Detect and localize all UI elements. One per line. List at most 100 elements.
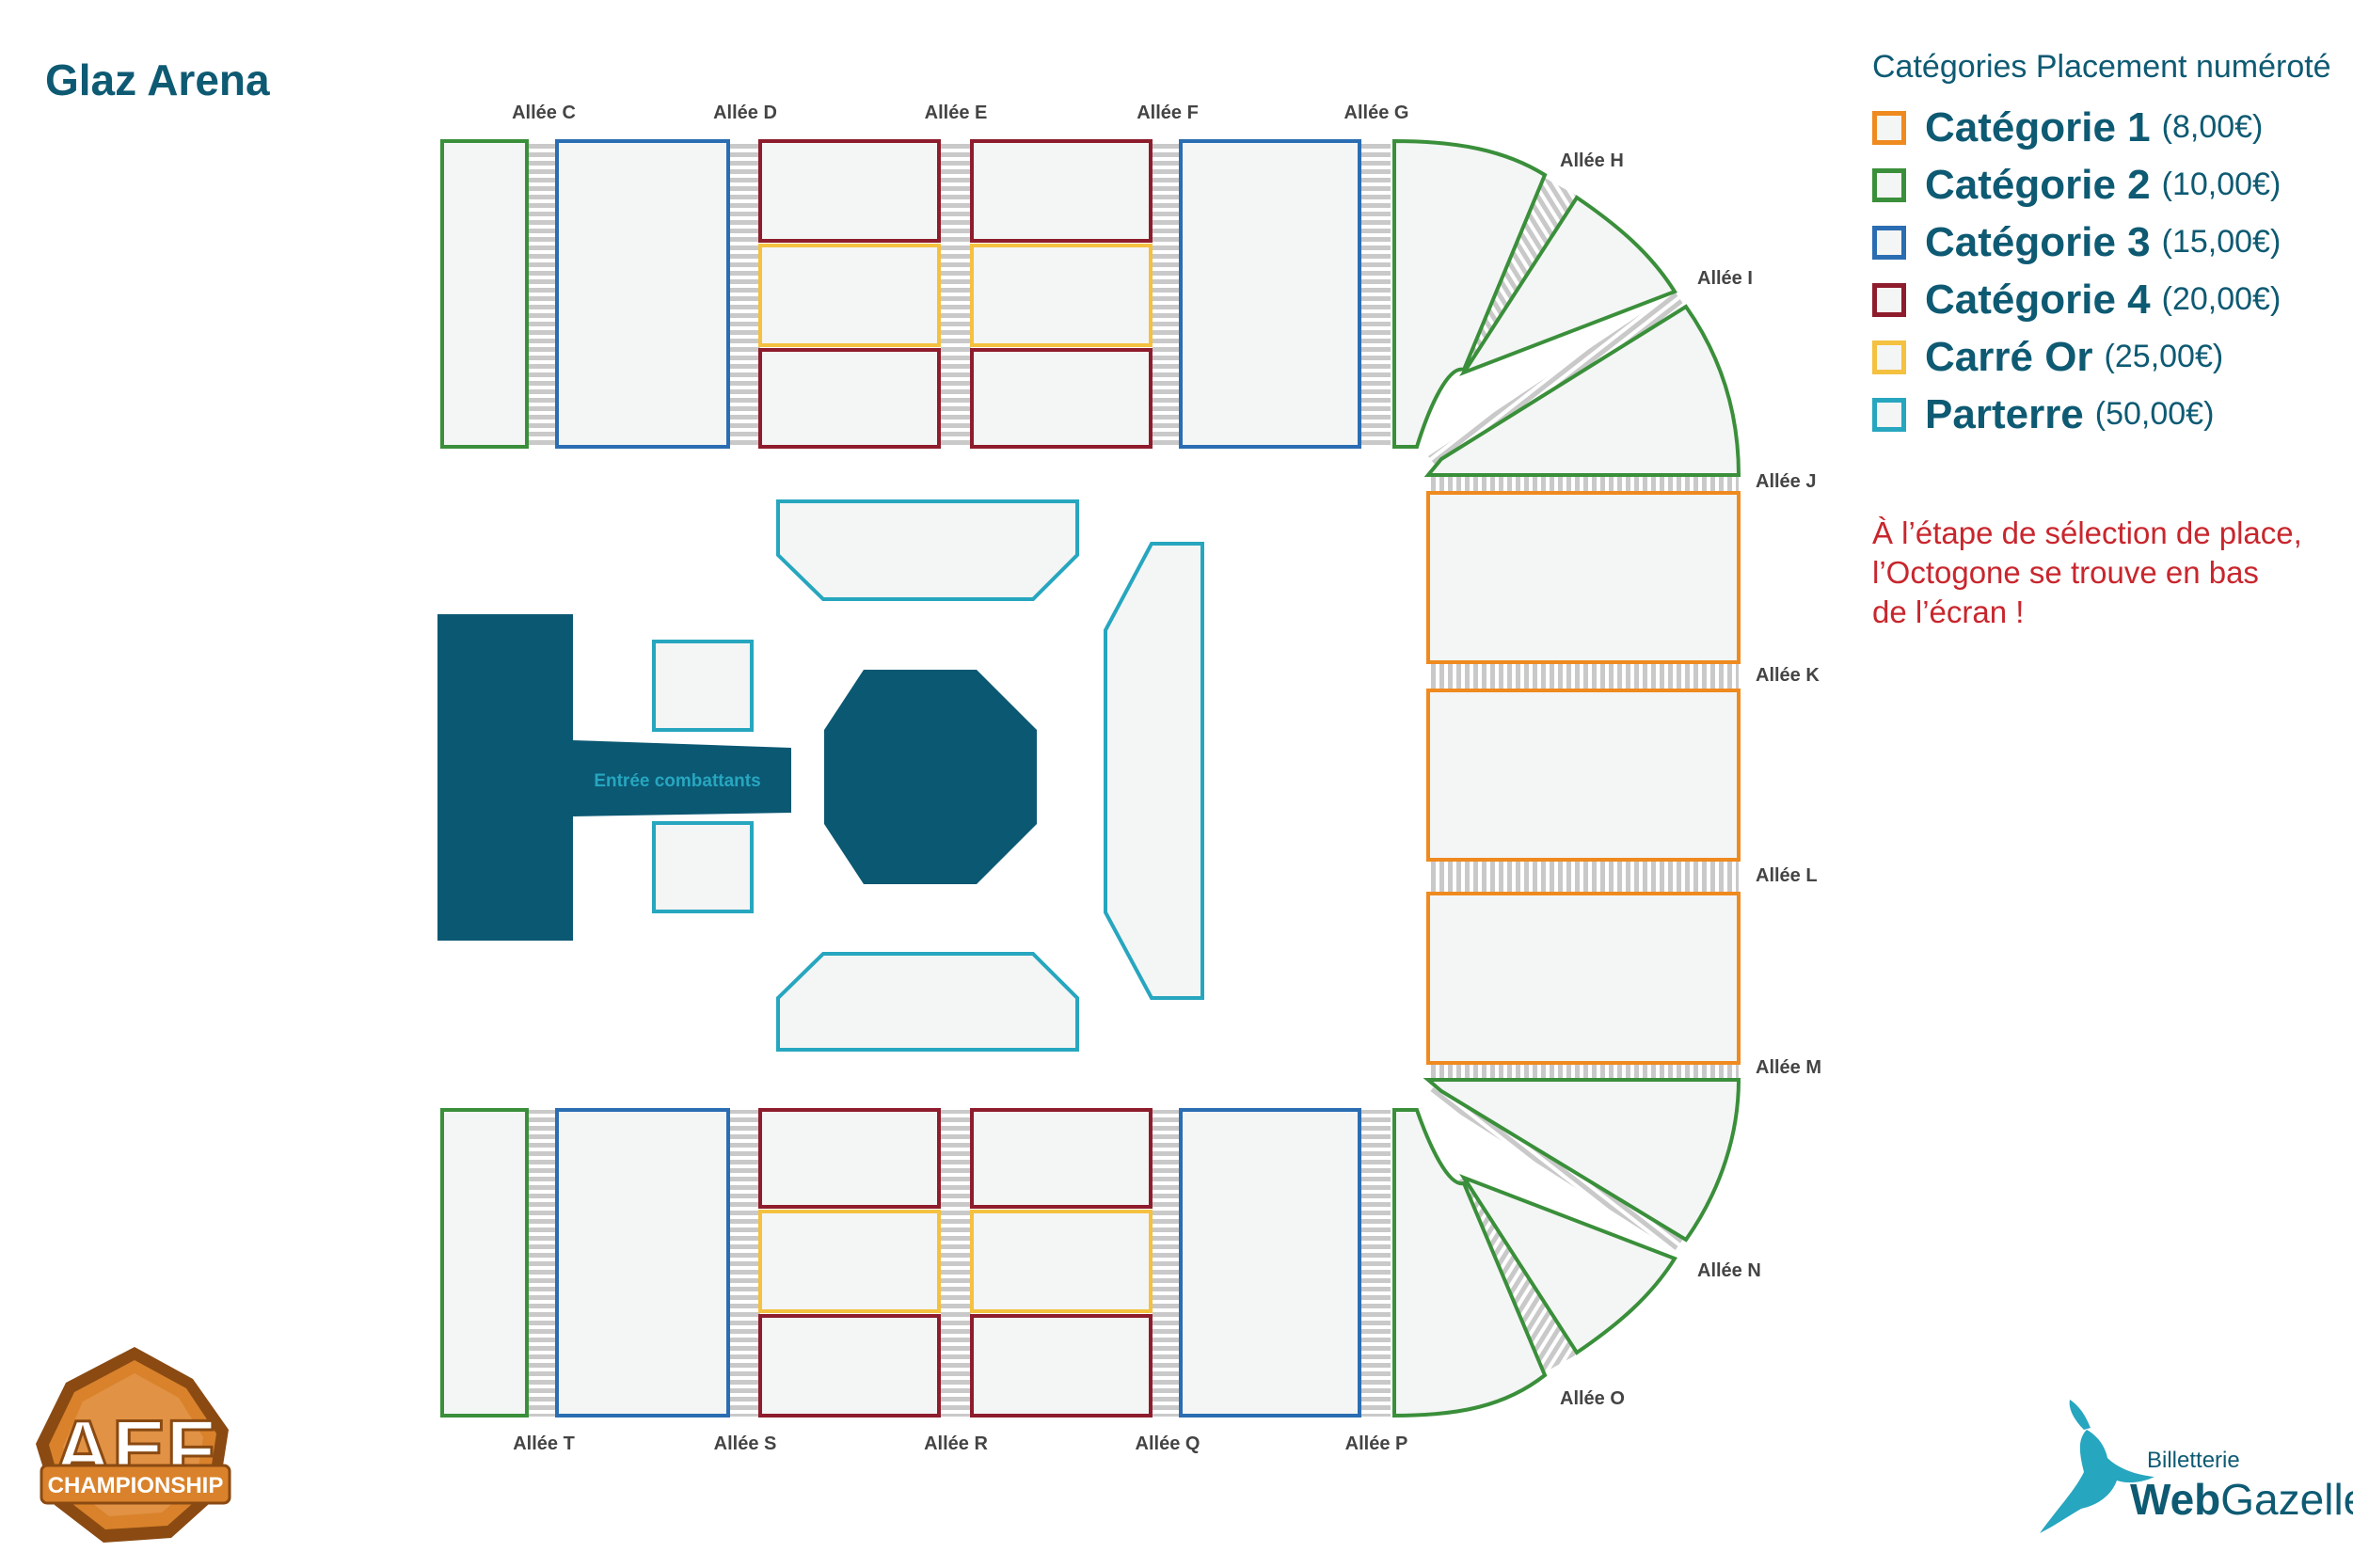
legend-name: Carré Or: [1925, 333, 2093, 380]
section-cat4-bottom-r-upper[interactable]: [758, 1108, 941, 1209]
legend-name: Catégorie 3: [1925, 218, 2151, 265]
section-cat2-corner-top-2[interactable]: [1458, 195, 1677, 377]
brand-gazelle: Gazelle: [2220, 1475, 2353, 1524]
section-cat4-top-f-lower[interactable]: [970, 348, 1153, 449]
section-cat1-right-3[interactable]: [1426, 892, 1741, 1065]
section-cat4-bottom-q-upper[interactable]: [970, 1108, 1153, 1209]
legend-swatch: [1872, 110, 1906, 145]
section-cat2-bottom-left[interactable]: [440, 1108, 529, 1418]
octagon-cage: [824, 670, 1037, 884]
aisle-d-top: [730, 141, 760, 448]
aisle-label-n: Allée N: [1697, 1260, 1761, 1281]
aisle-label-j: Allée J: [1756, 471, 1816, 492]
legend-item-categorie-1[interactable]: Catégorie 1 (8,00€): [1872, 99, 2343, 156]
aisle-m: [1428, 1063, 1739, 1080]
legend-swatch: [1872, 340, 1906, 374]
section-cat2-corner-bottom-2[interactable]: [1458, 1173, 1677, 1355]
section-cat1-right-1[interactable]: [1426, 491, 1741, 664]
aisle-p-bottom: [1360, 1110, 1391, 1417]
aisle-label-d: Allée D: [713, 103, 777, 123]
aisle-j: [1428, 476, 1739, 493]
section-cat3-top-2[interactable]: [1179, 139, 1361, 449]
brand-web: Web: [2130, 1475, 2220, 1524]
section-cat4-top-f-upper[interactable]: [970, 139, 1153, 243]
aisle-label-r: Allée R: [924, 1433, 988, 1454]
section-cat4-top-e-upper[interactable]: [758, 139, 941, 243]
legend-name: Catégorie 2: [1925, 161, 2151, 208]
section-parterre-box-lower[interactable]: [652, 821, 754, 913]
aisle-l: [1428, 860, 1739, 894]
legend-swatch: [1872, 167, 1906, 202]
legend-title: Catégories Placement numéroté: [1872, 49, 2331, 85]
legend-price: (20,00€): [2161, 281, 2281, 317]
section-carre-or-top-f[interactable]: [970, 244, 1153, 347]
aisle-e-top: [941, 141, 971, 448]
legend-swatch: [1872, 397, 1906, 432]
aisle-f-top: [1153, 141, 1183, 448]
aisle-g-top: [1360, 141, 1391, 448]
legend-item-categorie-2[interactable]: Catégorie 2 (10,00€): [1872, 156, 2343, 214]
section-cat1-right-2[interactable]: [1426, 689, 1741, 862]
section-cat4-bottom-r-lower[interactable]: [758, 1314, 941, 1418]
legend-price: (25,00€): [2104, 339, 2224, 374]
gazelle-icon: [2040, 1400, 2154, 1533]
section-parterre-right[interactable]: [1104, 542, 1204, 1000]
section-cat3-bottom-1[interactable]: [555, 1108, 730, 1418]
aisle-q-bottom: [1153, 1110, 1183, 1417]
aisle-label-p: Allée P: [1345, 1433, 1408, 1454]
section-cat2-top-left[interactable]: [440, 139, 529, 449]
aisle-s-bottom: [730, 1110, 760, 1417]
aisle-r-bottom: [941, 1110, 971, 1417]
aisle-label-g: Allée G: [1344, 103, 1409, 123]
section-cat2-corner-top-1[interactable]: [1392, 138, 1548, 449]
octagon-position-note: À l’étape de sélection de place, l’Octog…: [1872, 514, 2324, 632]
section-cat2-corner-bottom-3[interactable]: [1423, 1078, 1741, 1243]
section-carre-or-bottom-q[interactable]: [970, 1210, 1153, 1313]
legend-price: (8,00€): [2161, 109, 2264, 145]
venue-title: Glaz Arena: [45, 55, 270, 104]
aisle-label-c: Allée C: [512, 103, 576, 123]
legend-price: (50,00€): [2094, 396, 2215, 432]
legend-swatch: [1872, 282, 1906, 317]
aisle-label-o: Allée O: [1560, 1388, 1625, 1409]
category-legend: Catégories Placement numéroté Catégorie …: [1872, 49, 2343, 443]
section-parterre-top[interactable]: [776, 499, 1079, 601]
legend-price: (10,00€): [2161, 166, 2281, 202]
section-parterre-box-upper[interactable]: [652, 640, 754, 732]
fighters-entrance-label: Entrée combattants: [594, 771, 760, 791]
aisle-label-h: Allée H: [1560, 150, 1624, 171]
section-cat4-top-e-lower[interactable]: [758, 348, 941, 449]
section-carre-or-top-e[interactable]: [758, 244, 941, 347]
svg-text:WebGazelle: WebGazelle: [2130, 1475, 2353, 1524]
legend-item-carre-or[interactable]: Carré Or (25,00€): [1872, 328, 2343, 386]
legend-item-categorie-4[interactable]: Catégorie 4 (20,00€): [1872, 271, 2343, 328]
aisle-label-i: Allée I: [1697, 268, 1753, 289]
note-line-3: de l’écran !: [1872, 594, 2025, 629]
aisle-label-k: Allée K: [1756, 665, 1820, 686]
brand-line1: Billetterie: [2147, 1448, 2240, 1473]
legend-swatch: [1872, 225, 1906, 260]
section-cat3-bottom-2[interactable]: [1179, 1108, 1361, 1418]
section-cat3-top-1[interactable]: [555, 139, 730, 449]
aef-championship-logo: AEF CHAMPIONSHIP: [36, 1347, 231, 1543]
logo-sub-text: CHAMPIONSHIP: [48, 1473, 224, 1498]
aisle-label-m: Allée M: [1756, 1057, 1821, 1078]
section-cat4-bottom-q-lower[interactable]: [970, 1314, 1153, 1418]
legend-item-parterre[interactable]: Parterre (50,00€): [1872, 386, 2343, 443]
section-cat2-corner-bottom-1[interactable]: [1392, 1108, 1548, 1418]
legend-items: Catégorie 1 (8,00€) Catégorie 2 (10,00€)…: [1872, 99, 2343, 443]
legend-price: (15,00€): [2161, 224, 2281, 260]
note-line-2: l’Octogone se trouve en bas: [1872, 555, 2259, 590]
section-carre-or-bottom-r[interactable]: [758, 1210, 941, 1313]
aisle-label-t: Allée T: [513, 1433, 575, 1454]
aisle-t-bottom: [529, 1110, 559, 1417]
aisle-label-f: Allée F: [1137, 103, 1199, 123]
note-line-1: À l’étape de sélection de place,: [1872, 515, 2302, 550]
section-cat2-corner-top-3[interactable]: [1423, 304, 1741, 477]
aisle-c-top: [529, 141, 559, 448]
webgazelle-brand: Billetterie WebGazelle: [2040, 1400, 2353, 1533]
fighters-entrance-stage: [437, 614, 791, 941]
legend-item-categorie-3[interactable]: Catégorie 3 (15,00€): [1872, 214, 2343, 271]
section-parterre-bottom[interactable]: [776, 952, 1079, 1052]
